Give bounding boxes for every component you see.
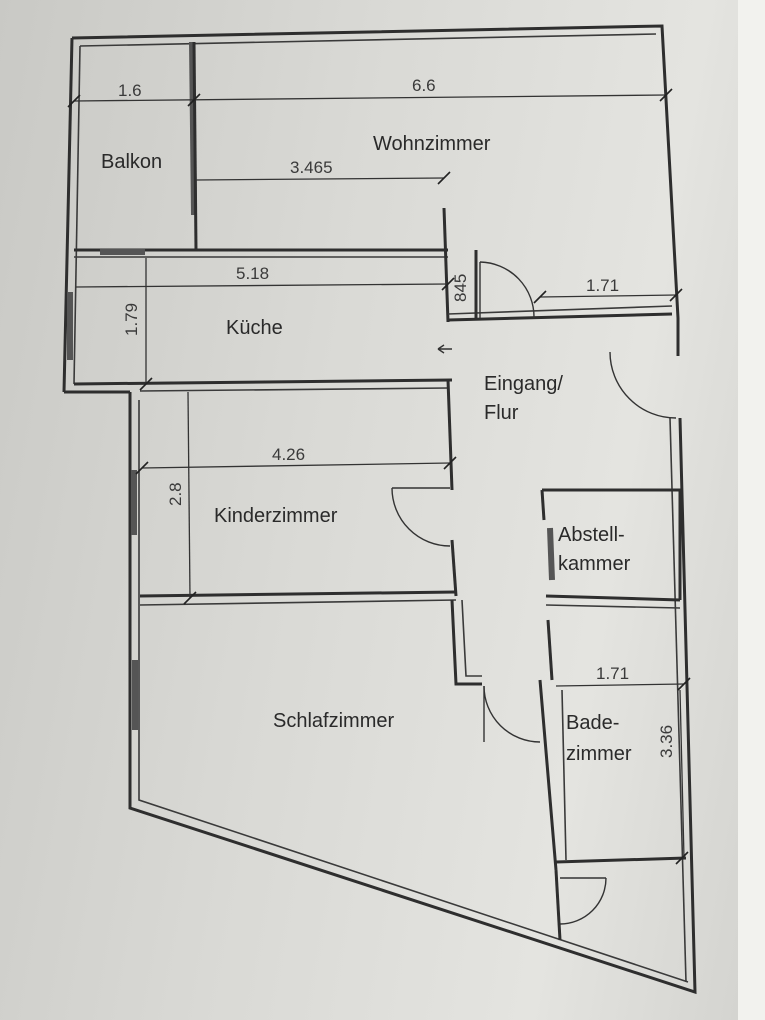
room-kinderzimmer: Kinderzimmer [214, 505, 338, 527]
dim-wohnzimmer-width: 6.6 [412, 76, 436, 95]
dimension-lines [67, 88, 691, 865]
room-bade-line2: zimmer [566, 743, 632, 765]
dim-flur-width: 1.71 [586, 276, 619, 295]
arrow-mark [437, 344, 452, 354]
dim-balkon-width: 1.6 [118, 81, 142, 100]
room-kueche: Küche [226, 317, 283, 339]
dim-bad-depth: 3.36 [657, 725, 676, 758]
room-eingang-line1: Eingang/ [484, 373, 563, 395]
room-abstell-line2: kammer [558, 553, 631, 575]
room-wohnzimmer: Wohnzimmer [373, 133, 491, 155]
paper-edge [738, 0, 765, 1020]
door-schlafzimmer [483, 685, 541, 743]
door-badezimmer [559, 877, 607, 925]
dim-flur-small: 845 [451, 274, 470, 302]
door-wohnzimmer [479, 261, 535, 319]
dim-kinder-depth: 2.8 [166, 482, 185, 506]
dim-kueche-depth: 1.79 [122, 303, 141, 336]
outer-walls [62, 24, 697, 995]
dim-bad-width: 1.71 [596, 664, 629, 683]
room-schlafzimmer: Schlafzimmer [273, 710, 394, 732]
room-bade-line1: Bade- [566, 712, 619, 734]
dim-kinder-width: 4.26 [272, 445, 305, 464]
room-eingang-line2: Flur [484, 402, 519, 424]
room-balkon: Balkon [101, 151, 162, 173]
doors [391, 261, 677, 925]
door-kinderzimmer [391, 487, 451, 547]
dim-kueche-width: 5.18 [236, 264, 269, 283]
door-eingang [609, 351, 677, 419]
dim-wohnzimmer-inner: 3.465 [290, 158, 333, 177]
interior-walls [67, 41, 687, 941]
room-abstell-line1: Abstell- [558, 524, 625, 546]
